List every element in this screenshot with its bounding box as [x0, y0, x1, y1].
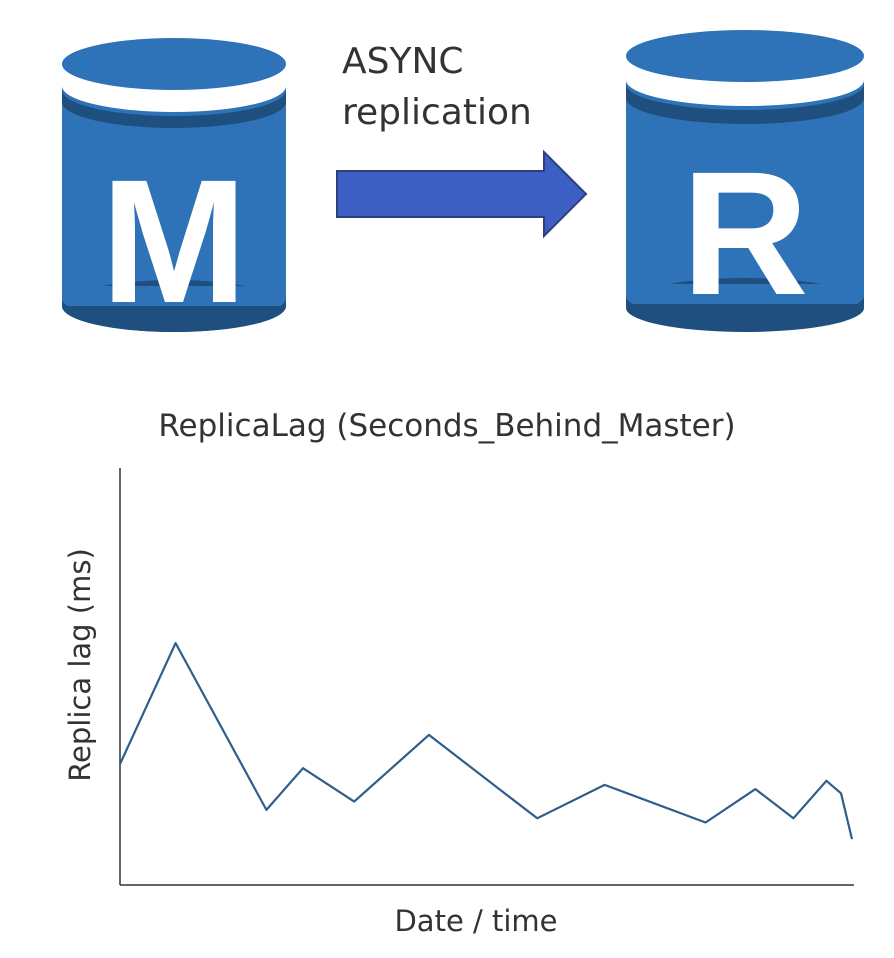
async-label-line1: ASYNC	[342, 41, 464, 82]
replica-database-icon: R	[626, 28, 864, 334]
master-database-icon: M	[62, 36, 286, 336]
async-label-line2: replication	[342, 92, 532, 133]
master-letter: M	[100, 144, 248, 340]
replication-arrow-icon	[334, 149, 590, 244]
chart-title: ReplicaLag (Seconds_Behind_Master)	[158, 408, 736, 444]
async-replication-label: ASYNC replication	[342, 36, 602, 138]
y-axis-label: Replica lag (ms)	[63, 548, 97, 782]
x-axis-label: Date / time	[394, 904, 558, 938]
replica-lag-series-line	[119, 641, 854, 840]
replica-letter: R	[681, 136, 809, 332]
